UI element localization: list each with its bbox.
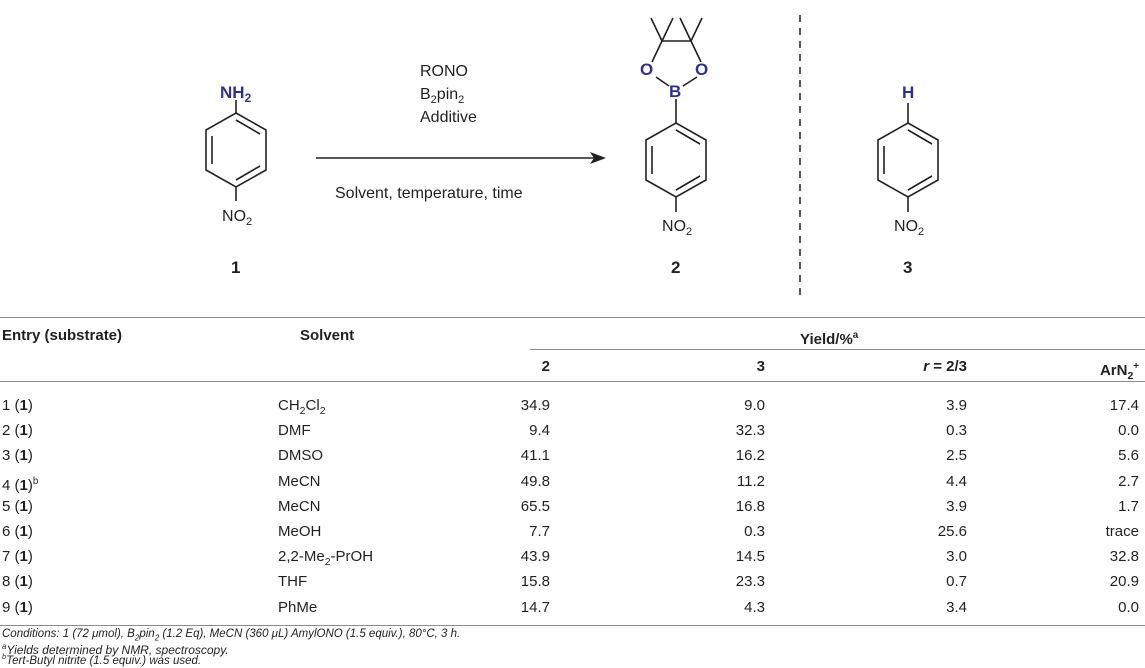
header-solvent: Solvent [300,327,355,344]
reagent-additive: Additive [420,109,477,126]
cell-solvent: PhMe [278,598,318,616]
cell-entry: 3 (1) [2,447,33,465]
table-top-rule [0,317,1145,318]
cell-ratio: 4.4 [946,472,967,490]
boron-atom-label: B [669,82,681,101]
oxygen-atom-label-right: O [695,60,708,79]
cell-yield-3: 23.3 [735,573,765,591]
reagent-b2pin2: B2pin2 [420,86,464,106]
footnote-a: aYields determined by NMR, spectroscopy. [2,642,229,657]
cell-solvent: CH2Cl2 [278,397,326,417]
cell-entry: 8 (1) [2,573,33,591]
cell-yield-2: 7.7 [529,523,550,540]
cell-arn2: 0.0 [1118,598,1139,616]
footnote-conditions: Conditions: 1 (72 μmol), B2pin2 (1.2 Eq)… [2,628,461,643]
cell-yield-3: 14.5 [735,548,765,566]
cell-arn2: trace [1105,523,1139,540]
cell-yield-2: 9.4 [529,422,550,440]
cell-yield-3: 11.2 [736,472,765,490]
cell-solvent: 2,2-Me2-PrOH [278,548,374,569]
cell-ratio: 3.4 [946,598,967,616]
cell-yield-2: 49.8 [520,472,550,490]
cell-arn2: 32.8 [1109,548,1139,566]
compound-label-1: 1 [231,258,240,277]
cell-entry: 5 (1) [2,497,33,515]
cell-entry: 1 (1) [2,397,33,414]
cell-entry: 6 (1) [2,523,33,540]
cell-yield-3: 16.8 [735,497,765,515]
cell-solvent: MeOH [278,523,322,540]
hydrogen-atom-label: H [902,83,914,102]
compound-label-2: 2 [671,258,680,277]
cell-arn2: 17.4 [1109,397,1139,414]
nitro-group-label-2: NO2 [662,218,692,238]
nitro-group-label-1: NO2 [222,208,252,228]
cell-yield-2: 34.9 [520,397,550,414]
cell-solvent: MeCN [278,472,321,490]
cell-yield-3: 16.2 [735,447,765,465]
header-bottom-rule [0,381,1145,382]
header-col-3: 3 [756,358,765,375]
cell-entry: 4 (1)b [2,475,39,494]
reaction-conditions: Solvent, temperature, time [335,185,523,202]
cell-entry: 2 (1) [2,422,33,440]
cell-yield-2: 65.5 [520,497,550,515]
reagent-rono: RONO [420,63,468,80]
cell-ratio: 3.0 [946,548,967,566]
compound-label-3: 3 [903,258,912,277]
cell-entry: 7 (1) [2,548,33,566]
cell-arn2: 1.7 [1118,497,1139,515]
header-entry: Entry (substrate) [2,327,123,344]
cell-solvent: MeCN [278,497,321,515]
header-col-ratio: r = 2/3 [923,358,967,375]
cell-ratio: 3.9 [946,397,967,414]
cell-solvent: DMSO [278,447,323,465]
cell-yield-2: 14.7 [520,598,550,616]
nitro-group-label-3: NO2 [894,218,924,238]
cell-yield-2: 41.1 [520,447,550,465]
cell-ratio: 0.7 [946,573,967,591]
header-yield: Yield/%a [800,330,859,348]
cell-arn2: 2.7 [1118,472,1139,490]
cell-solvent: DMF [278,422,311,440]
cell-ratio: 25.6 [937,523,967,540]
cell-ratio: 0.3 [946,422,967,440]
reaction-scheme: NH2 NO2 1 B O O NO2 2 H NO2 3 RONO B2pin… [205,15,939,295]
cell-ratio: 2.5 [946,447,967,465]
cell-arn2: 5.6 [1118,447,1139,465]
cell-yield-2: 15.8 [520,573,550,591]
cell-yield-3: 0.3 [744,523,765,540]
table-bottom-rule [0,625,1145,626]
cell-entry: 9 (1) [2,598,33,616]
cell-arn2: 20.9 [1109,573,1139,591]
cell-yield-3: 9.0 [744,397,765,414]
yield-header-rule [530,349,1145,350]
amino-group-label: NH2 [220,83,252,105]
oxygen-atom-label-left: O [640,60,653,79]
cell-solvent: THF [278,573,308,591]
header-col-2: 2 [541,358,550,375]
cell-ratio: 3.9 [946,497,967,515]
cell-yield-3: 4.3 [744,598,765,616]
cell-yield-2: 43.9 [520,548,550,566]
cell-yield-3: 32.3 [735,422,765,440]
header-col-arn2: ArN2+ [1099,361,1139,382]
footnote-b: bTert-Butyl nitrite (1.5 equiv.) was use… [2,652,202,667]
cell-arn2: 0.0 [1118,422,1139,440]
